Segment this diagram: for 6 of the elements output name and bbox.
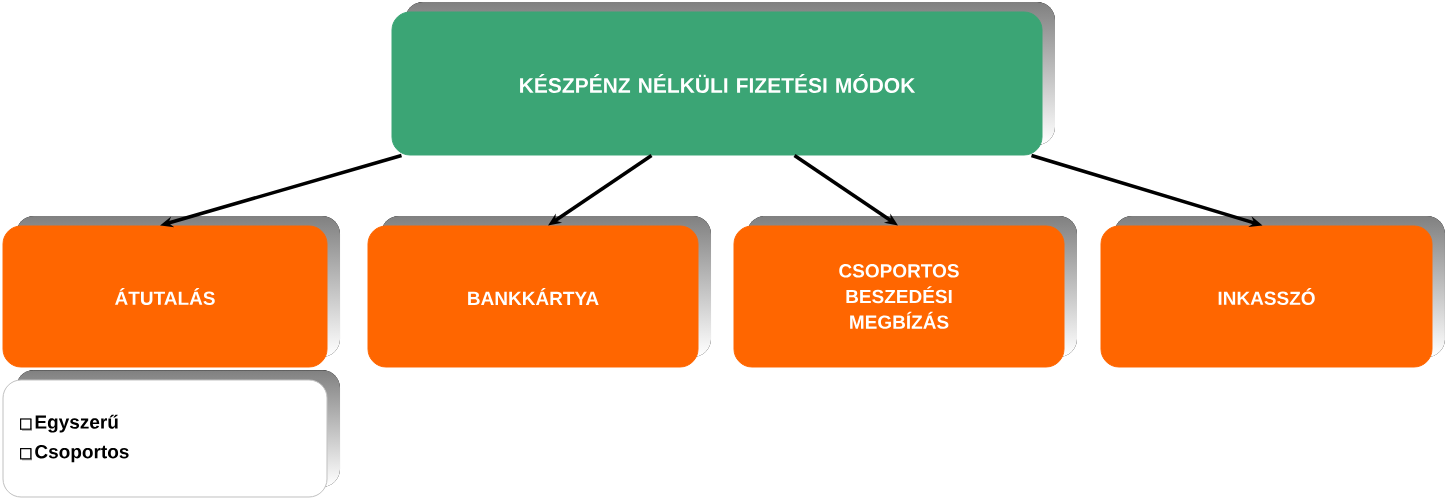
list-box: Egyszerű Csoportos	[2, 370, 340, 498]
process-box: INKASSZÓ	[1100, 216, 1445, 368]
process-box: KÉSZPÉNZ NÉLKÜLI FIZETÉSI MÓDOK	[391, 2, 1055, 156]
process-box: BANKKÁRTYA	[367, 216, 711, 368]
process-box: ÁTUTALÁS	[2, 216, 340, 368]
process-box: CSOPORTOS BESZEDÉSI MEGBÍZÁS	[733, 216, 1077, 368]
